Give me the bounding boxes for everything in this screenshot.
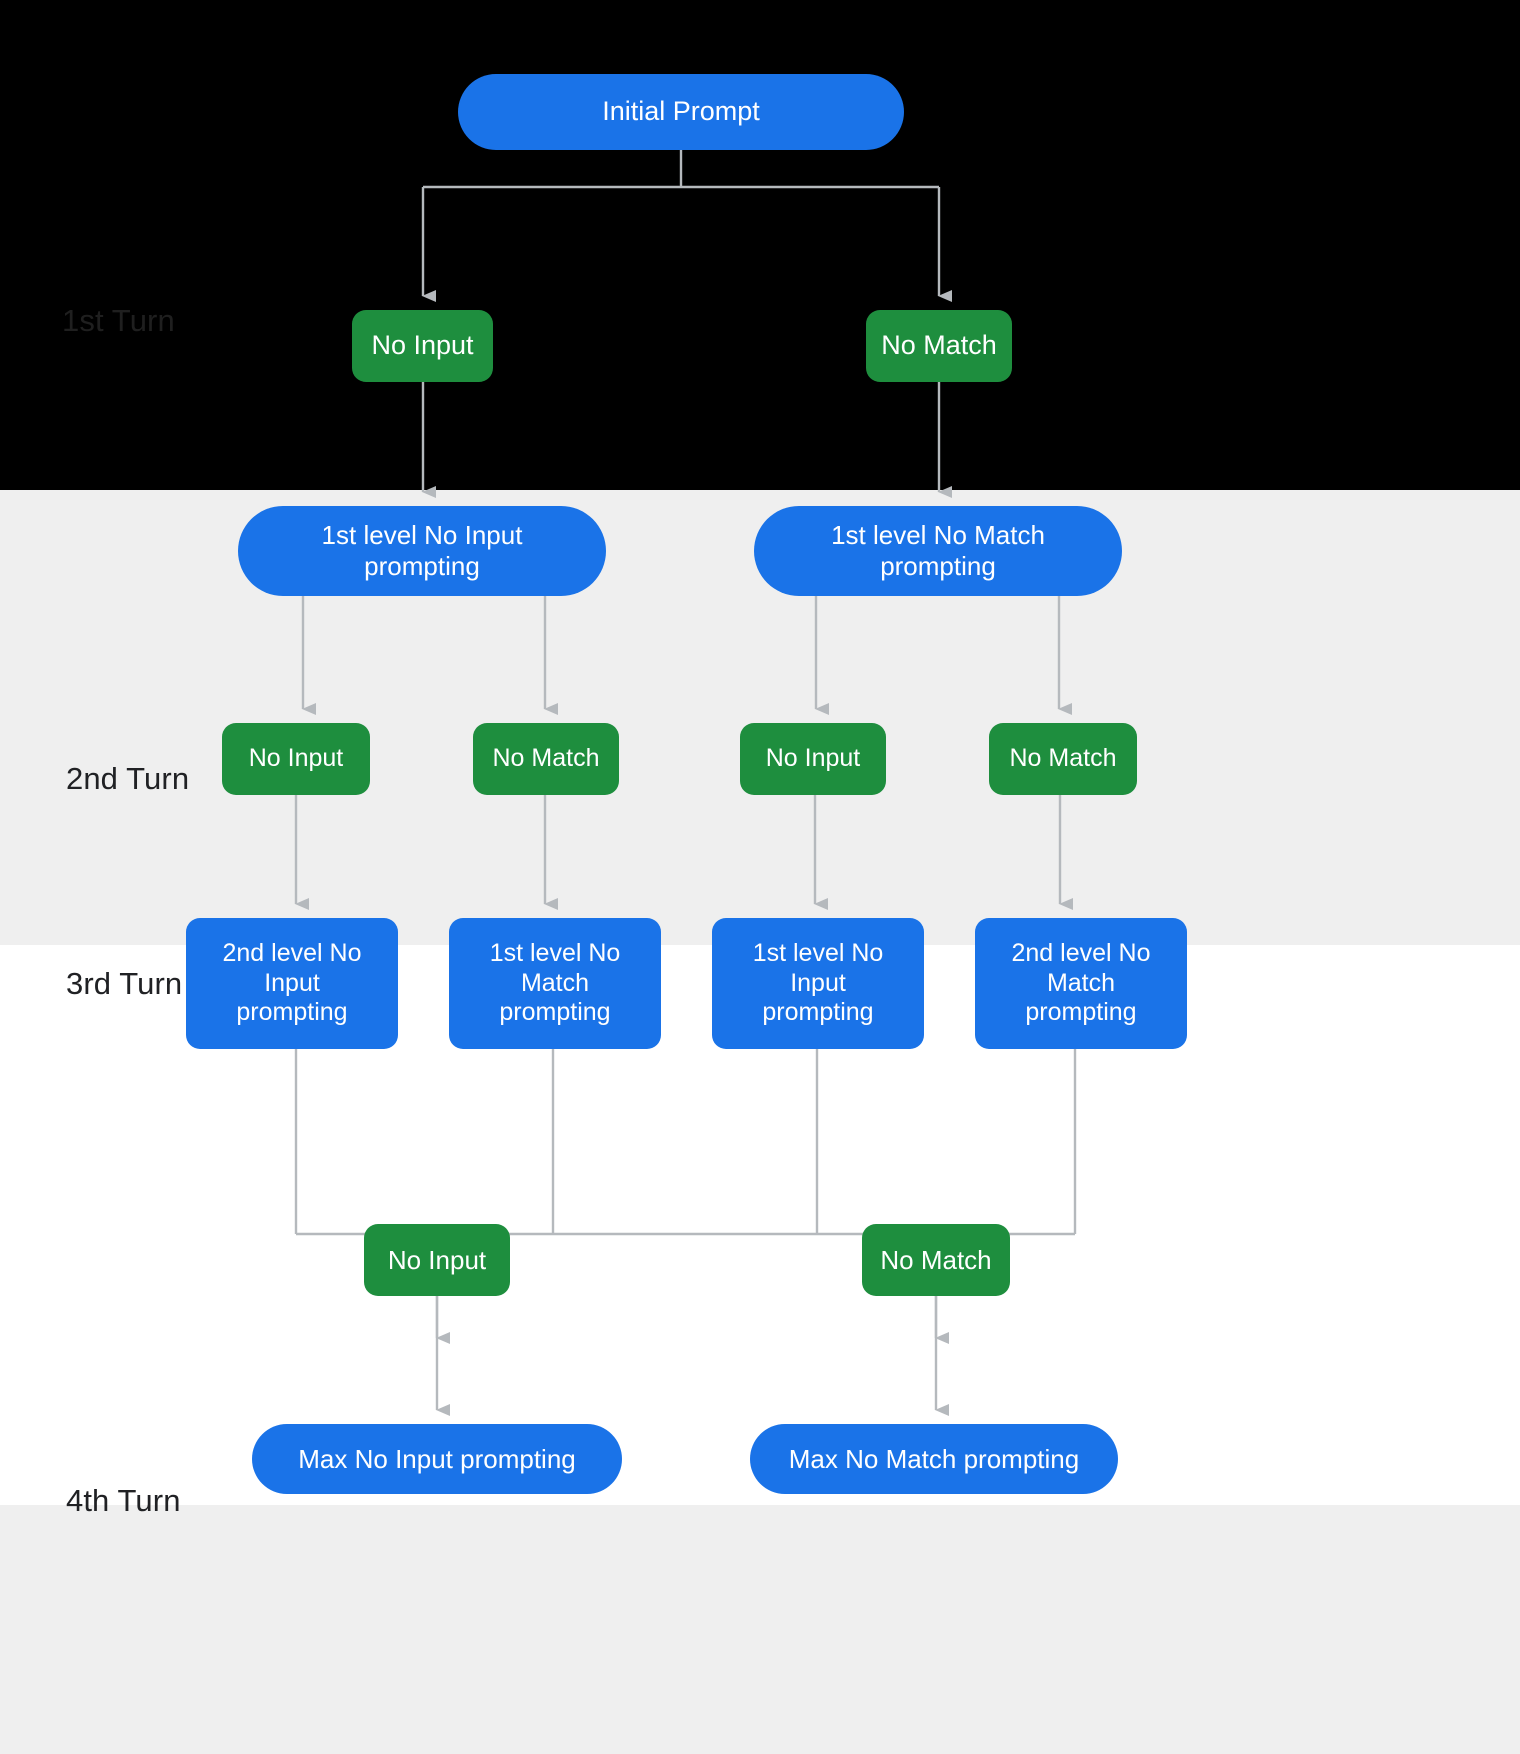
node-turn3-2nd-level-no-match-prompting[interactable]: 2nd level No Match prompting (975, 918, 1187, 1049)
node-turn3-no-input[interactable]: No Input (364, 1224, 510, 1296)
turn-band-4th (0, 1505, 1520, 1754)
node-turn1-no-match[interactable]: No Match (866, 310, 1012, 382)
node-turn2-1st-level-no-match-prompting[interactable]: 1st level No Match prompting (754, 506, 1122, 596)
node-turn2-no-match-right[interactable]: No Match (989, 723, 1137, 795)
node-turn3-1st-level-no-input-prompting[interactable]: 1st level No Input prompting (712, 918, 924, 1049)
node-turn2-no-input-right[interactable]: No Input (740, 723, 886, 795)
node-initial-prompt[interactable]: Initial Prompt (458, 74, 904, 150)
turn-label-1st: 1st Turn (62, 303, 175, 338)
node-turn3-2nd-level-no-input-prompting[interactable]: 2nd level No Input prompting (186, 918, 398, 1049)
node-turn4-max-no-match-prompting[interactable]: Max No Match prompting (750, 1424, 1118, 1494)
turn-label-3rd: 3rd Turn (66, 966, 183, 1001)
node-turn2-1st-level-no-input-prompting[interactable]: 1st level No Input prompting (238, 506, 606, 596)
node-turn4-max-no-input-prompting[interactable]: Max No Input prompting (252, 1424, 622, 1494)
node-turn3-1st-level-no-match-prompting[interactable]: 1st level No Match prompting (449, 918, 661, 1049)
turn-label-2nd: 2nd Turn (66, 761, 190, 796)
node-turn3-no-match[interactable]: No Match (862, 1224, 1010, 1296)
node-turn1-no-input[interactable]: No Input (352, 310, 493, 382)
node-turn2-no-match-left[interactable]: No Match (473, 723, 619, 795)
node-turn2-no-input-left[interactable]: No Input (222, 723, 370, 795)
turn-label-4th: 4th Turn (66, 1483, 181, 1518)
